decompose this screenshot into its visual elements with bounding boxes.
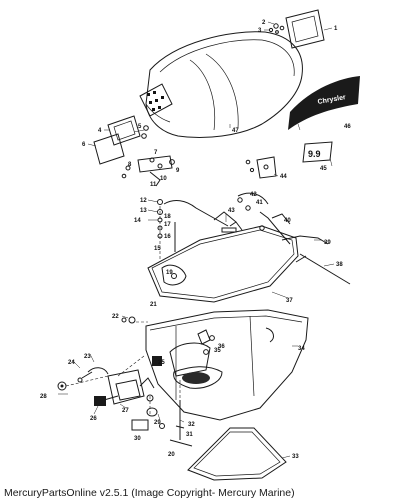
callout-45: 45: [320, 166, 327, 172]
bottom-cowl-gasket: [187, 427, 287, 481]
callout-4: 4: [98, 128, 102, 134]
callout-5: 5: [138, 124, 142, 130]
callout-19: 19: [166, 270, 173, 276]
callout-39: 39: [324, 240, 331, 246]
callout-13: 13: [140, 208, 147, 214]
callout-16: 16: [164, 234, 171, 240]
right-latch: [245, 156, 277, 179]
latch-assembly: [121, 155, 175, 187]
throttle-linkage: [157, 199, 243, 262]
callout-33: 33: [292, 454, 299, 460]
callout-38: 38: [336, 262, 343, 268]
callout-23: 23: [84, 354, 91, 360]
lower-cowl-hardware: [57, 316, 165, 431]
callout-1: 1: [334, 26, 338, 32]
callout-8: 8: [128, 162, 132, 168]
callout-37: 37: [286, 298, 293, 304]
callout-24: 24: [68, 360, 75, 366]
callout-46: 46: [344, 124, 351, 130]
callout-11: 11: [150, 182, 157, 188]
callout-47: 47: [232, 128, 239, 134]
callout-12: 12: [140, 198, 147, 204]
callout-18: 18: [164, 214, 171, 220]
callout-41: 41: [256, 200, 263, 206]
cowl-seal-gasket: [147, 225, 299, 303]
callout-36: 36: [218, 344, 225, 350]
latch-bracket: [268, 9, 325, 49]
callout-6: 6: [82, 142, 86, 148]
callout-2: 2: [262, 20, 266, 26]
bottom-cowl: [145, 309, 309, 421]
callout-10: 10: [160, 176, 167, 182]
callout-44: 44: [280, 174, 287, 180]
callout-3: 3: [258, 28, 262, 34]
chrysler-decal: Chrysler: [288, 76, 360, 130]
callout-21: 21: [150, 302, 157, 308]
callout-7: 7: [154, 150, 158, 156]
shift-linkage: [237, 192, 351, 285]
callout-26: 26: [90, 416, 97, 422]
leader-lines: [58, 21, 335, 459]
callout-28: 28: [40, 394, 47, 400]
cam-lever: [161, 264, 187, 286]
callout-labels: 1 2 3 4 5 6 7 8 9 10 11 12 13 14 15 16 1…: [40, 20, 351, 460]
callout-34: 34: [298, 346, 305, 352]
callout-9: 9: [176, 168, 180, 174]
callout-29: 29: [154, 420, 161, 426]
copyright-caption: MercuryPartsOnline v2.5.1 (Image Copyrig…: [4, 487, 295, 499]
callout-42: 42: [250, 192, 257, 198]
callout-15: 15: [154, 246, 161, 252]
callout-35: 35: [214, 348, 221, 354]
cover-plate: [93, 115, 149, 165]
callout-20: 20: [168, 452, 175, 458]
callout-17: 17: [164, 222, 171, 228]
model-decal: 9.9: [302, 141, 333, 163]
callout-32: 32: [188, 422, 195, 428]
callout-14: 14: [134, 218, 141, 224]
callout-25: 25: [158, 360, 165, 366]
callout-31: 31: [186, 432, 193, 438]
callout-30: 30: [134, 436, 141, 442]
top-cowl: [139, 31, 303, 138]
callout-40: 40: [284, 218, 291, 224]
model-decal-text: 9.9: [308, 149, 321, 159]
callout-22: 22: [112, 314, 119, 320]
callout-27: 27: [122, 408, 129, 414]
callout-43: 43: [228, 208, 235, 214]
chrysler-decal-text: Chrysler: [317, 94, 346, 106]
